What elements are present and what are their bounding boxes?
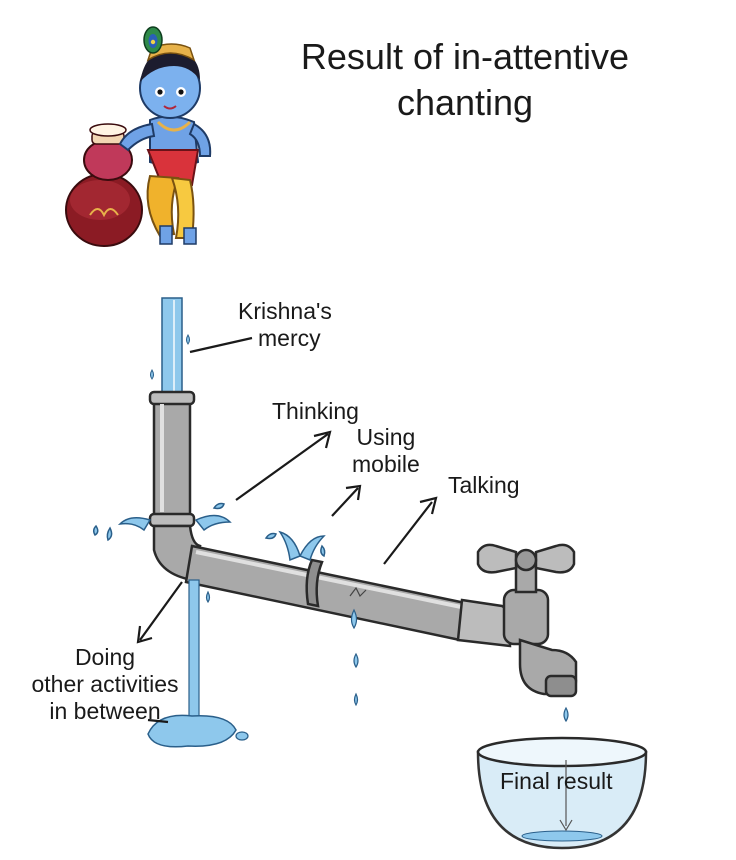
label-doing-other-activities: Doing other activities in between [20, 644, 190, 725]
elbow-leak-stream [147, 579, 249, 748]
leak-splash-elbow [92, 502, 232, 542]
mercy-pointer [189, 336, 253, 354]
mercy-water-stream [150, 297, 190, 399]
page-title: Result of in-attentive chanting [285, 34, 645, 126]
leak-splash-mobile [264, 530, 326, 562]
title-line-2: chanting [396, 82, 534, 123]
talking-arrow [383, 496, 438, 565]
label-mobile-line-2: mobile [352, 451, 420, 477]
krishna-illustration [65, 26, 212, 247]
peacock-feather-icon [143, 26, 163, 54]
title-line-1: Result of in-attentive [300, 36, 630, 77]
drip-drops [205, 590, 569, 723]
label-mercy-line-1: Krishna's [238, 298, 332, 324]
clay-pot-icon [65, 123, 143, 247]
label-talking: Talking [448, 472, 520, 498]
pointer-arrows [136, 336, 438, 724]
thinking-arrow [235, 430, 332, 501]
label-krishna-mercy: Krishna's mercy [238, 298, 332, 352]
label-mercy-line-2: mercy [258, 325, 321, 351]
label-doing-line-3: in between [49, 698, 161, 724]
doing-arrow [136, 581, 183, 644]
label-doing-line-2: other activities [31, 671, 179, 697]
label-using-mobile: Using mobile [352, 424, 420, 478]
mobile-arrow [331, 484, 362, 517]
bowl-icon [476, 736, 648, 850]
doing-underline [147, 718, 169, 724]
label-mobile-line-1: Using [356, 424, 416, 450]
label-doing-line-1: Doing [74, 644, 136, 670]
label-final-result: Final result [500, 768, 613, 794]
tap-handle-icon [476, 543, 576, 594]
label-thinking: Thinking [272, 398, 359, 424]
water-pipe-icon [148, 390, 578, 698]
